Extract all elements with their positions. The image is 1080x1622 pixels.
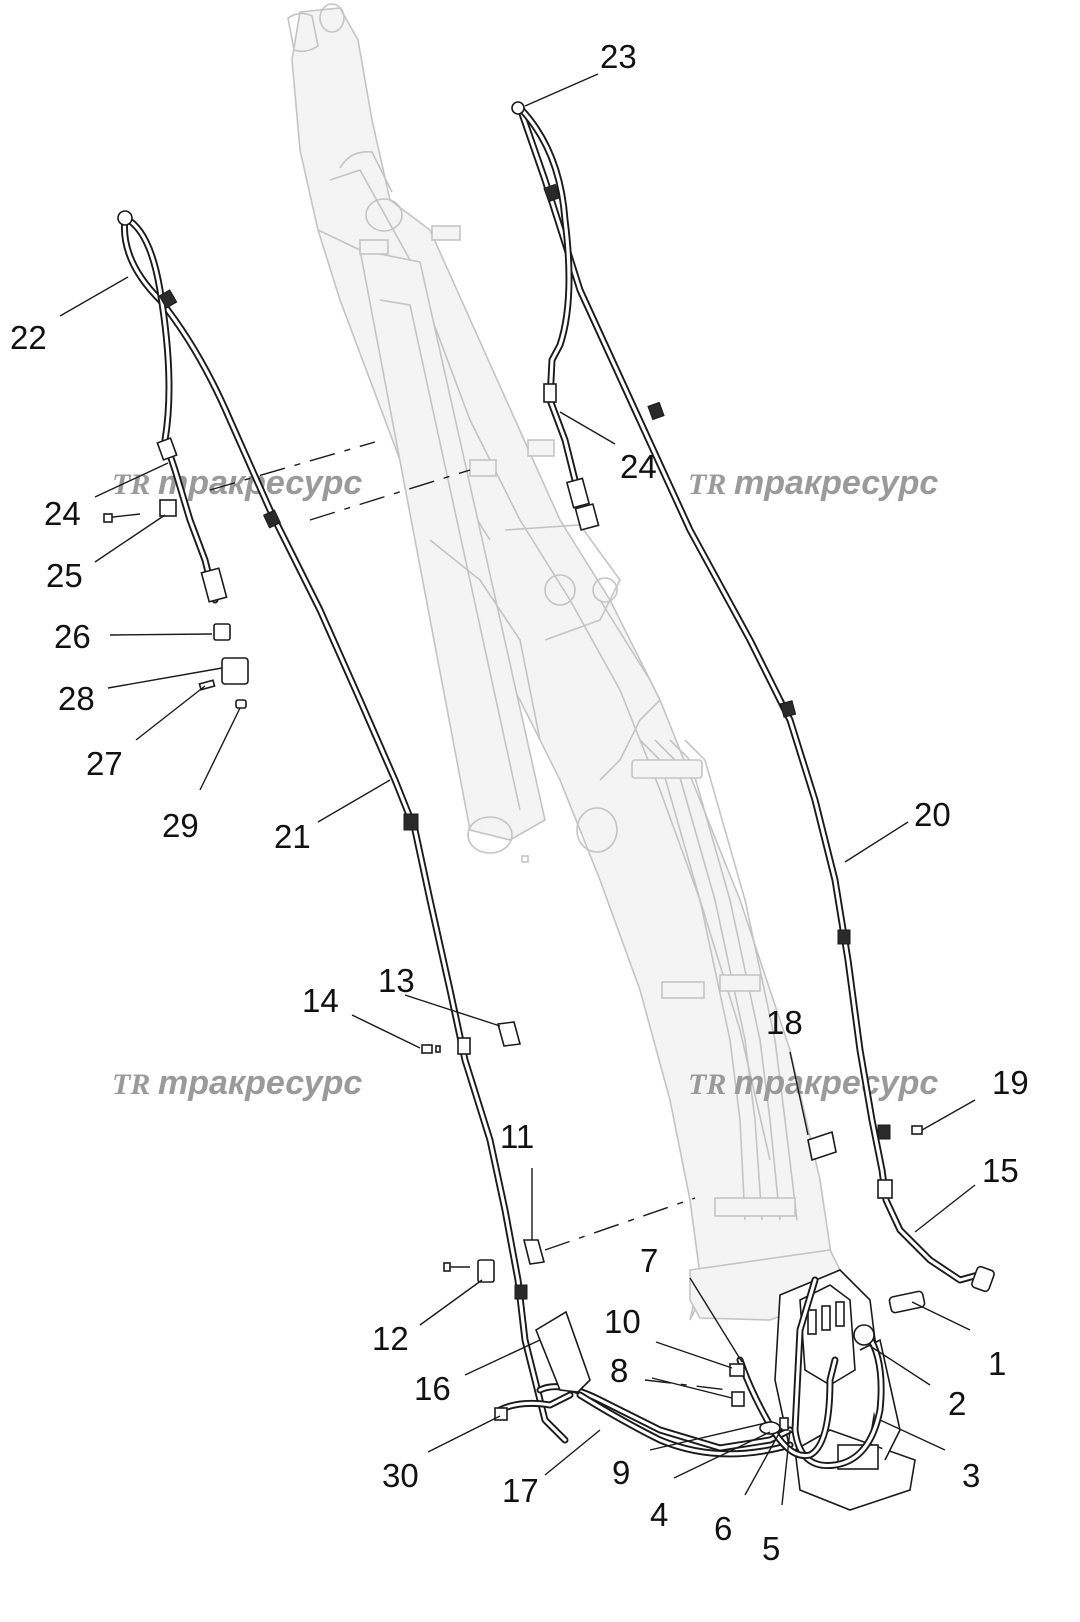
watermark-mid-right: TR тракресурс	[688, 1064, 938, 1102]
callout-6: 6	[714, 1510, 732, 1547]
part-19-bolt	[911, 1125, 923, 1135]
callout-13: 13	[378, 962, 415, 999]
part-16-bracket	[535, 1310, 591, 1393]
part-26-plug	[213, 623, 231, 641]
callout-8: 8	[610, 1352, 628, 1389]
callout-1: 1	[988, 1345, 1006, 1382]
callout-7: 7	[640, 1242, 658, 1279]
part-25-clamp	[159, 499, 177, 517]
boom-structure	[287, 3, 852, 1321]
parts-4-5-6-8	[729, 1363, 789, 1435]
callout-19: 19	[992, 1064, 1029, 1101]
callout-20: 20	[914, 796, 951, 833]
callout-24-right: 24	[620, 448, 657, 485]
watermark-top-left: TR тракресурс	[112, 464, 362, 502]
callout-5: 5	[762, 1530, 780, 1567]
callout-16: 16	[414, 1370, 451, 1407]
callout-11: 11	[500, 1118, 534, 1155]
hose-30	[496, 1391, 574, 1414]
control-valve-block	[774, 1269, 916, 1511]
assembly-lines	[209, 441, 729, 1391]
callout-27: 27	[86, 745, 123, 782]
watermark-mid-left: TR тракресурс	[112, 1064, 362, 1102]
part-24-bolt	[103, 513, 141, 523]
callout-4: 4	[650, 1496, 668, 1533]
svg-text:тракресурс: тракресурс	[734, 464, 938, 502]
hose-3	[791, 1276, 885, 1470]
svg-text:TR: TR	[112, 468, 150, 501]
callout-26: 26	[54, 618, 91, 655]
callout-14: 14	[302, 982, 339, 1019]
callout-15: 15	[982, 1152, 1019, 1189]
fittings	[117, 101, 995, 1293]
hose-23-branch	[516, 104, 589, 519]
callout-24-left: 24	[44, 495, 81, 532]
hose-20	[516, 104, 982, 1284]
callout-18: 18	[766, 1004, 803, 1041]
callout-29: 29	[162, 807, 199, 844]
part-12-clamp-set	[443, 1259, 495, 1283]
callout-30: 30	[382, 1457, 419, 1494]
part-13-plate	[496, 1021, 522, 1047]
callout-23: 23	[600, 38, 637, 75]
hose-21	[120, 214, 569, 1444]
callout-21: 21	[274, 818, 311, 855]
callout-2: 2	[948, 1385, 966, 1422]
callout-9: 9	[612, 1454, 630, 1491]
part-1-adapter	[888, 1290, 926, 1314]
svg-text:тракресурс: тракресурс	[158, 1064, 362, 1102]
callout-12: 12	[372, 1320, 409, 1357]
callout-17: 17	[502, 1472, 539, 1509]
hose-22	[121, 214, 219, 604]
part-11-plate	[522, 1239, 546, 1265]
watermark-top-right: TR тракресурс	[688, 464, 938, 502]
svg-text:TR: TR	[688, 1068, 726, 1101]
callout-22: 22	[10, 319, 47, 356]
svg-text:тракресурс: тракресурс	[734, 1064, 938, 1102]
part-14-bolt	[421, 1037, 471, 1055]
part-29-nut	[235, 699, 247, 709]
callout-labels: 1 2 3 4 5 6 7 8 9 10 11 12 13 14 15 16 1…	[10, 38, 1029, 1567]
part-2-elbow	[853, 1324, 875, 1346]
part-18-clamp	[807, 1130, 837, 1162]
callout-25: 25	[46, 557, 83, 594]
callout-3: 3	[962, 1457, 980, 1494]
leader-lines	[59, 73, 976, 1506]
part-28-block	[221, 657, 249, 685]
svg-text:TR: TR	[112, 1068, 150, 1101]
hose-10-4	[736, 1356, 839, 1460]
callout-10: 10	[604, 1303, 641, 1340]
callout-28: 28	[58, 680, 95, 717]
svg-text:TR: TR	[688, 468, 726, 501]
